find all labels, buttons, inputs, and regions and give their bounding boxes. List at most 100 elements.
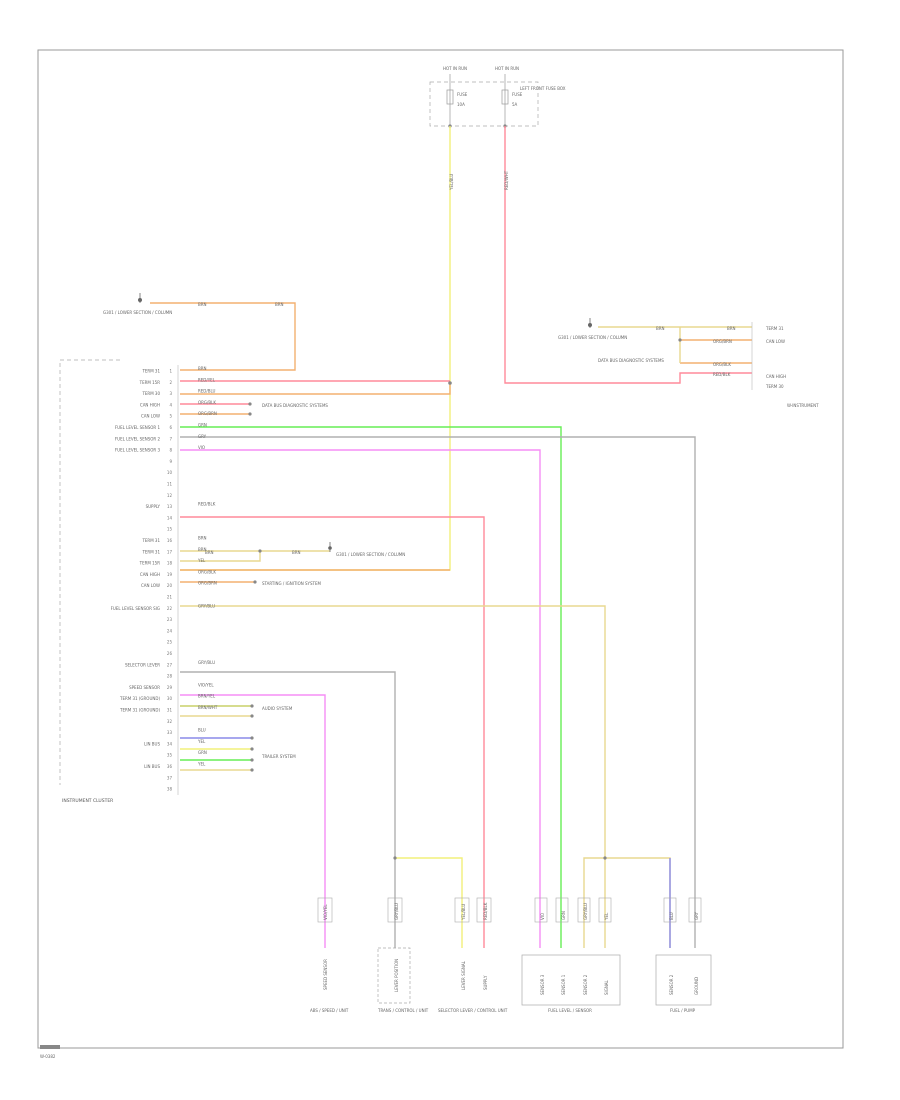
note-starting: STARTING / IGNITION SYSTEM bbox=[262, 581, 321, 586]
cluster-pin-number: 20 bbox=[167, 583, 173, 588]
cluster-pin-number: 10 bbox=[167, 470, 173, 475]
fuse-b-label: FUSE bbox=[512, 92, 523, 97]
right-term30: TERM 30 bbox=[765, 384, 784, 389]
wire-fuel-signal bbox=[180, 605, 606, 948]
cluster-pin-wire-code: YEL bbox=[197, 762, 206, 767]
diagram-frame bbox=[37, 49, 844, 1049]
cluster-pin-number: 16 bbox=[167, 538, 173, 543]
right-wire2: ORG/BRN bbox=[713, 339, 732, 344]
mid-ground-code: BRN bbox=[205, 550, 214, 555]
right-canlow: CAN LOW bbox=[766, 339, 785, 344]
cluster-pin-wire-code: RED/BLU bbox=[198, 389, 216, 394]
ground-top: BRN BRN G301 / LOWER SECTION / COLUMN bbox=[103, 293, 284, 315]
cluster-pin-number: 9 bbox=[169, 459, 172, 464]
component-selector: YEL/BLU RED/BLK LEVER SIGNAL SUPPLY SELE… bbox=[438, 897, 508, 1013]
cluster-pin-number: 7 bbox=[169, 436, 172, 441]
cluster-pin-name: CAN HIGH bbox=[140, 402, 160, 407]
cluster-pin-number: 22 bbox=[167, 606, 173, 611]
cluster-pin-number: 6 bbox=[169, 425, 172, 430]
cluster-pin-number: 4 bbox=[169, 402, 172, 407]
cluster-pin-name: LIN BUS bbox=[144, 741, 160, 746]
note-audio: AUDIO SYSTEM bbox=[262, 706, 293, 711]
ground-top-code2: BRN bbox=[275, 302, 284, 307]
wire-pin17 bbox=[180, 551, 261, 562]
cluster-pin-name: FUEL LEVEL SENSOR SIG bbox=[111, 606, 160, 611]
cluster-pin-wire-code: BRN bbox=[198, 536, 207, 541]
cluster-pin-number: 5 bbox=[169, 414, 172, 419]
fls-wire-0: VIO bbox=[540, 913, 545, 920]
cluster-pin-wire-code: ORG/BLK bbox=[198, 400, 216, 405]
fls-wire-2: GRY/BLU bbox=[583, 903, 588, 920]
cluster-pin-number: 3 bbox=[169, 391, 172, 396]
fls-pin-1: SENSOR 1 bbox=[561, 974, 566, 995]
cluster-pin-wire-code: VIO/YEL bbox=[198, 682, 214, 687]
sel-pin1: LEVER SIGNAL bbox=[461, 960, 466, 990]
wire-selector-loop bbox=[395, 857, 463, 948]
cluster-pin-wire-code: GRN bbox=[198, 423, 207, 428]
cluster-pin-number: 24 bbox=[167, 628, 173, 633]
fls-pin-2: SENSOR 2 bbox=[583, 974, 588, 995]
abs-label: ABS / SPEED / UNIT bbox=[310, 1008, 349, 1013]
cluster-pin-number: 8 bbox=[169, 448, 172, 453]
cluster-pin-wire-code: ORG/BLK bbox=[198, 569, 216, 574]
component-abs: VIO/YEL SPEED SENSOR ABS / SPEED / UNIT bbox=[310, 897, 349, 1013]
fuse-box: HOT IN RUN HOT IN RUN FUSE FUSE 10A 5A L… bbox=[429, 66, 566, 128]
tcm-pin: LEVER POSITION bbox=[394, 959, 399, 992]
right-wire-code: BRN bbox=[656, 326, 665, 331]
ground-top-label: G301 / LOWER SECTION / COLUMN bbox=[103, 310, 172, 315]
cluster-pin-number: 32 bbox=[167, 719, 173, 724]
sel-pin2: SUPPLY bbox=[483, 975, 488, 990]
cluster-pin-name: TERM 15R bbox=[139, 380, 161, 385]
fls-wire-1: GRN bbox=[561, 911, 566, 920]
cluster-pin-number: 18 bbox=[167, 561, 173, 566]
sel-wire1: YEL/BLU bbox=[461, 904, 466, 921]
component-tcm: GRY/BLU LEVER POSITION TRANS / CONTROL /… bbox=[377, 897, 429, 1013]
fuse-b-hot-label: HOT IN RUN bbox=[495, 66, 519, 71]
cluster-pin-wire-code: RED/YEL bbox=[198, 377, 216, 382]
cluster-pin-wire-code: GRY bbox=[198, 434, 207, 439]
fp-wire-1: GRY bbox=[694, 911, 699, 920]
wire-supply bbox=[180, 516, 485, 948]
cluster-pin-number: 13 bbox=[167, 504, 173, 509]
fls-wire-3: YEL bbox=[604, 912, 609, 921]
cluster-pin-wire-code: YEL bbox=[197, 739, 206, 744]
mid-ground-code2: BRN bbox=[292, 550, 301, 555]
cluster-pin-number: 35 bbox=[167, 753, 173, 758]
note-data-bus: DATA BUS DIAGNOSTIC SYSTEMS bbox=[262, 403, 328, 408]
cluster-pin-number: 26 bbox=[167, 651, 173, 656]
cluster-notes: DATA BUS DIAGNOSTIC SYSTEMS G301 / LOWER… bbox=[205, 403, 405, 759]
sel-label: SELECTOR LEVER / CONTROL UNIT bbox=[438, 1008, 508, 1013]
cluster-pin-wire-code: BRN/YEL bbox=[198, 694, 216, 699]
fls-pin-3: SIGNAL bbox=[604, 979, 609, 995]
cluster-pin-number: 2 bbox=[169, 380, 172, 385]
cluster-pin-number: 11 bbox=[167, 482, 173, 487]
cluster-pin-name: CAN HIGH bbox=[140, 572, 160, 577]
cluster-pin-number: 14 bbox=[167, 515, 173, 520]
cluster-pin-number: 38 bbox=[167, 787, 173, 792]
wire-fuel-sensor-3 bbox=[180, 449, 541, 948]
wire-speed bbox=[180, 694, 326, 948]
cluster-pin-number: 1 bbox=[169, 369, 172, 374]
fls-pin-0: SENSOR 3 bbox=[540, 974, 545, 995]
cluster-title: INSTRUMENT CLUSTER bbox=[62, 798, 113, 804]
cluster-pin-wire-code: ORG/BRN bbox=[198, 581, 217, 586]
cluster-pin-number: 25 bbox=[167, 640, 173, 645]
abs-wire: VIO/YEL bbox=[323, 904, 328, 920]
right-wire3: ORG/BLK bbox=[713, 362, 731, 367]
cluster-pin-number: 30 bbox=[167, 696, 173, 701]
wire-ground-top bbox=[150, 302, 296, 371]
cluster-pin-number: 15 bbox=[167, 527, 173, 532]
right-databus-label: DATA BUS DIAGNOSTIC SYSTEMS bbox=[598, 358, 664, 363]
fp-pin-0: SENSOR 2 bbox=[669, 974, 674, 995]
cluster-pin-number: 19 bbox=[167, 572, 173, 577]
cluster-pin-number: 33 bbox=[167, 730, 173, 735]
cluster-pin-name: FUEL LEVEL SENSOR 1 bbox=[115, 425, 161, 430]
right-side-group: G301 / LOWER SECTION / COLUMN DATA BUS D… bbox=[558, 318, 819, 408]
cluster-pin-wire-code: ORG/BRN bbox=[198, 411, 217, 416]
cluster-pin-number: 23 bbox=[167, 617, 173, 622]
wire-selector bbox=[180, 671, 396, 948]
cluster-pin-number: 31 bbox=[167, 708, 173, 713]
fp-label: FUEL / PUMP bbox=[670, 1008, 696, 1013]
sel-wire2: RED/BLK bbox=[483, 902, 488, 920]
